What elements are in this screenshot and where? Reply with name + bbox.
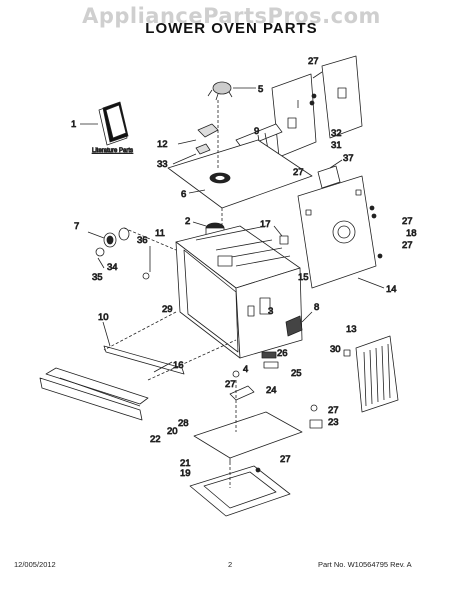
callout-18: 18 bbox=[406, 228, 417, 239]
callout-36: 36 bbox=[137, 235, 148, 246]
callout-8: 8 bbox=[314, 302, 319, 313]
callout-27: 27 bbox=[225, 379, 236, 390]
footer-page-number: 2 bbox=[228, 560, 233, 569]
callout-23: 23 bbox=[328, 417, 339, 428]
footer-part-number: Part No. W10564795 Rev. A bbox=[318, 560, 412, 569]
callout-6: 6 bbox=[181, 189, 186, 200]
callout-32: 32 bbox=[331, 128, 342, 139]
screw-part bbox=[142, 246, 151, 280]
callout-16: 16 bbox=[173, 360, 184, 371]
oven-cavity-part bbox=[175, 225, 303, 359]
literature-booklet-part bbox=[80, 101, 129, 146]
bottom-tray-part bbox=[189, 465, 291, 517]
callout-29: 29 bbox=[162, 304, 173, 315]
control-module-part bbox=[285, 311, 313, 337]
callout-24: 24 bbox=[266, 385, 277, 396]
lower-trim-part bbox=[39, 367, 149, 421]
callout-3: 3 bbox=[268, 306, 273, 317]
callout-14: 14 bbox=[386, 284, 397, 295]
cover-plate-part bbox=[317, 159, 343, 189]
callout-35: 35 bbox=[92, 272, 103, 283]
callout-9: 9 bbox=[254, 126, 259, 137]
callout-22: 22 bbox=[150, 434, 161, 445]
callout-4: 4 bbox=[243, 364, 248, 375]
literature-label: Literature Parts bbox=[92, 148, 133, 154]
page-title: LOWER OVEN PARTS bbox=[145, 20, 318, 37]
callout-21: 21 bbox=[180, 458, 191, 469]
callout-27: 27 bbox=[293, 167, 304, 178]
hinge-cam-part bbox=[87, 227, 130, 269]
callout-2: 2 bbox=[185, 216, 190, 227]
rear-panels-part bbox=[271, 55, 363, 158]
callout-27: 27 bbox=[280, 454, 291, 465]
callout-26: 26 bbox=[277, 348, 288, 359]
callout-19: 19 bbox=[180, 468, 191, 479]
sensor-part bbox=[207, 81, 256, 101]
callout-15: 15 bbox=[298, 272, 309, 283]
callout-27: 27 bbox=[402, 240, 413, 251]
watermark: AppliancePartsPros.com bbox=[82, 4, 381, 28]
callout-31: 31 bbox=[331, 140, 342, 151]
lower-bracket-part bbox=[309, 404, 323, 429]
rear-wall-part bbox=[297, 175, 385, 289]
callout-17: 17 bbox=[260, 219, 271, 230]
callout-20: 20 bbox=[167, 426, 178, 437]
callout-10: 10 bbox=[98, 312, 109, 323]
callout-13: 13 bbox=[346, 324, 357, 335]
callout-5: 5 bbox=[258, 84, 263, 95]
callout-25: 25 bbox=[291, 368, 302, 379]
callout-27: 27 bbox=[308, 56, 319, 67]
callout-34: 34 bbox=[107, 262, 118, 273]
callout-11: 11 bbox=[155, 228, 165, 239]
assembly-leaders bbox=[103, 100, 237, 488]
callout-7: 7 bbox=[74, 221, 79, 232]
brackets-part bbox=[172, 123, 219, 165]
callout-37: 37 bbox=[343, 153, 354, 164]
callout-30: 30 bbox=[330, 344, 341, 355]
callout-28: 28 bbox=[178, 418, 189, 429]
callout-27: 27 bbox=[328, 405, 339, 416]
clip-part bbox=[273, 225, 289, 245]
callout-1: 1 bbox=[71, 119, 76, 130]
callout-labels: 1 5 27 9 32 31 12 33 27 37 6 2 17 27 18 … bbox=[71, 56, 417, 480]
callout-27: 27 bbox=[402, 216, 413, 227]
rail-part bbox=[102, 321, 185, 375]
top-panel-part bbox=[167, 139, 313, 209]
callout-33: 33 bbox=[157, 159, 168, 170]
floor-panel-part bbox=[193, 411, 303, 462]
vent-grille-part bbox=[343, 335, 399, 413]
callout-12: 12 bbox=[157, 139, 168, 150]
footer-date: 12/005/2012 bbox=[14, 560, 56, 569]
